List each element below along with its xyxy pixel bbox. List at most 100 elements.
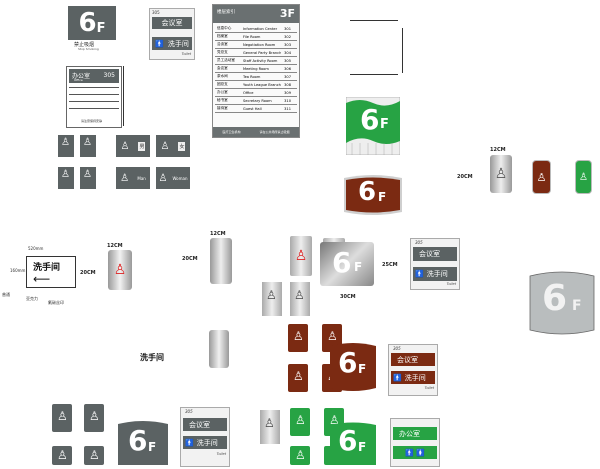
- grey-pict: ♙: [84, 446, 104, 465]
- room-number: 305: [185, 409, 193, 414]
- toilet-en: Toilet: [216, 452, 226, 456]
- person-icon: ♙: [494, 166, 508, 182]
- pict-tile: ♙: [80, 167, 96, 189]
- brown-six-2: 6: [338, 346, 358, 379]
- toilet-bar: 🚹 洗手间: [183, 436, 227, 449]
- arrow-left-icon: ⟵: [33, 272, 51, 286]
- meeting-title: 会议室: [161, 19, 183, 27]
- office-lines: [69, 87, 119, 117]
- green-office-title-bar: 办公室: [393, 427, 437, 440]
- silver-floor-sign-large-shape: [529, 271, 595, 335]
- silver-pict: ♙: [262, 282, 282, 316]
- man-woman-icon: 🚹: [405, 448, 414, 457]
- dim-12cm-left: 12CM: [107, 243, 123, 249]
- directory-footer-right: 请在公共场所禁止吸烟: [259, 130, 290, 134]
- brown-floor-sign-2: 6 F: [330, 342, 376, 392]
- dim-12cm-right: 12CM: [490, 147, 506, 153]
- room-number: 305: [393, 346, 401, 351]
- man-en-label: Man: [137, 175, 146, 181]
- silver-floor-sign: 6 F: [318, 240, 376, 290]
- pict-tile: ♙ Woman: [156, 167, 190, 189]
- silver-six-large: 6: [542, 278, 568, 319]
- green-f-bottom: F: [358, 440, 367, 454]
- brown-f: F: [378, 190, 387, 204]
- man-woman-icon: 🚹: [415, 270, 424, 278]
- directory-floor: 3F: [279, 7, 295, 20]
- silver-f-large: F: [572, 298, 582, 314]
- brown-pict: ♙: [288, 364, 308, 392]
- woman-red-icon: ♙: [113, 262, 127, 278]
- toilet-arrow-dim-h: 160mm: [10, 268, 26, 273]
- green-office-plate: 办公室 🚹 🚺: [390, 418, 440, 467]
- door-sign-6f: 6 F 禁止吸烟 Stop Smoking: [68, 6, 116, 51]
- office-title: 办公室: [72, 73, 91, 80]
- silver-f: F: [354, 260, 363, 274]
- green-office-title: 办公室: [399, 429, 420, 438]
- brown-meeting-plate: 305 会议室 🚹 洗手间 Toilet: [388, 344, 438, 396]
- floor-letter: F: [96, 20, 106, 36]
- dim-20cm-mid: 20CM: [182, 256, 198, 262]
- green-floor-sign-bottom: 6 F: [330, 420, 376, 465]
- green-six: 6: [360, 103, 380, 136]
- toilet-label: 洗手间: [426, 270, 448, 278]
- dim-12cm-mid: 12CM: [210, 231, 226, 237]
- green-six-bottom: 6: [338, 424, 358, 457]
- toilet-arrow-sign: 洗手间 ⟵: [26, 256, 76, 288]
- dim-line-top: [350, 20, 398, 21]
- pict-tile: ♙: [58, 167, 74, 189]
- meeting-title-bar: 会议室: [152, 17, 192, 29]
- center-heading: 洗手间: [140, 353, 164, 362]
- brown-floor-sign-shape: [344, 175, 402, 215]
- room-number: 305: [415, 240, 423, 245]
- green-floor-sign-bottom-shape: [330, 422, 376, 465]
- toilet-arrow-label: 洗手间: [33, 263, 61, 273]
- dim-line-right: [402, 28, 403, 73]
- woman-red-icon: ♙: [294, 248, 308, 264]
- green-f: F: [380, 117, 389, 132]
- pictogram-grid: ♙ ♙ ♙ 男 ♙ 女 ♙ ♙ ♙ Man ♙ Woman: [58, 135, 193, 195]
- grey-six-bottom: 6: [128, 424, 148, 457]
- meeting-plate-mid: 305 会议室 🚹 洗手间 Toilet: [410, 238, 460, 290]
- grey-pict: ♙: [52, 446, 72, 465]
- dim-20cm-left: 20CM: [80, 270, 96, 276]
- grey-pict: ♙: [52, 404, 72, 432]
- office-room-no: 305: [103, 72, 115, 79]
- silver-red-cylinder: ♙: [108, 250, 132, 290]
- grey-f-bottom: F: [148, 440, 157, 454]
- pict-tile: ♙: [58, 135, 74, 157]
- note-acrylic: 亚克力: [26, 296, 38, 301]
- office-plate: 办公室 Office 305 请注意保持安静: [66, 66, 122, 128]
- meeting-title-bar: 会议室: [391, 353, 435, 366]
- green-pict: ♙: [290, 408, 310, 436]
- dim-25cm: 25CM: [382, 262, 398, 268]
- silver-mini-cylinder: [209, 330, 229, 368]
- toilet-en: Toilet: [446, 282, 456, 286]
- meeting-title: 会议室: [397, 355, 418, 364]
- office-header: 办公室 Office 305: [69, 69, 119, 83]
- brown-cylinder-sign: ♙: [532, 160, 551, 194]
- office-dim-line: [123, 66, 124, 126]
- man-label: 男: [138, 141, 146, 151]
- toilet-bar: 🚹 洗手间: [391, 371, 435, 384]
- room-number: 305: [152, 10, 160, 15]
- directory-footer: 医疗卫生机构 请在公共场所禁止吸烟: [213, 127, 299, 137]
- office-title-en: Office: [74, 78, 83, 82]
- note-ordinary: 普通: [2, 292, 10, 297]
- man-woman-icon: 🚹: [185, 438, 194, 447]
- grey-pict: ♙: [84, 404, 104, 432]
- meeting-title-bar: 会议室: [413, 247, 457, 261]
- silver-six: 6: [332, 246, 352, 279]
- silver-pict-col: ♙ ♙: [262, 282, 332, 322]
- pict-tile: ♙ 女: [156, 135, 190, 157]
- meeting-title: 会议室: [189, 420, 210, 429]
- toilet-arrow-dim: 520mm: [28, 246, 44, 251]
- woman-en-label: Woman: [172, 175, 188, 181]
- person-icon: ♙: [579, 171, 588, 183]
- woman-label: 女: [178, 141, 186, 151]
